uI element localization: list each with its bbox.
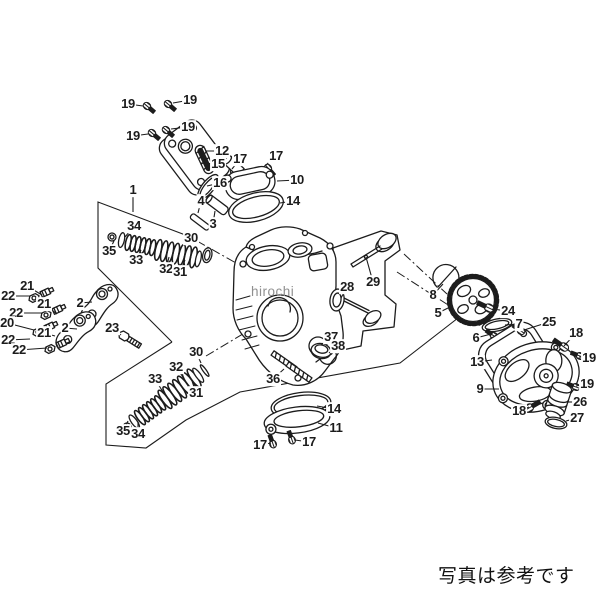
callout-30: 30 <box>188 344 204 360</box>
callout-24: 24 <box>500 303 516 319</box>
callout-35: 35 <box>101 243 117 259</box>
callout-33: 33 <box>147 371 163 387</box>
callout-34: 34 <box>130 426 146 442</box>
callout-31: 31 <box>188 385 204 401</box>
callout-14: 14 <box>285 193 301 209</box>
callout-19: 19 <box>180 119 196 135</box>
callout-17: 17 <box>232 151 248 167</box>
watermark-text: hirochi <box>251 284 295 299</box>
valve-spring-set-lower <box>122 364 210 432</box>
callout-15: 15 <box>210 156 226 172</box>
callout-16: 16 <box>212 175 228 191</box>
assembly-frame-bottom <box>105 317 459 449</box>
callout-3: 3 <box>208 216 218 232</box>
callout-5: 5 <box>433 305 443 321</box>
assembly-frame-top <box>97 201 197 343</box>
callout-19: 19 <box>581 350 597 366</box>
valve-exhaust <box>350 232 397 268</box>
callout-26: 26 <box>572 394 588 410</box>
callout-9: 9 <box>475 381 485 397</box>
callout-17: 17 <box>268 148 284 164</box>
callout-18: 18 <box>568 325 584 341</box>
callout-35: 35 <box>115 423 131 439</box>
callout-2: 2 <box>60 320 70 336</box>
callout-17: 17 <box>252 437 268 453</box>
head-side-plate <box>263 405 331 435</box>
callout-32: 32 <box>168 359 184 375</box>
callout-14: 14 <box>326 401 342 417</box>
callout-8: 8 <box>428 287 438 303</box>
reference-caption: 写真は参考です <box>438 566 575 587</box>
callout-36: 36 <box>265 371 281 387</box>
cylinder-studs <box>270 350 313 383</box>
callout-23: 23 <box>104 320 120 336</box>
callout-21: 21 <box>19 278 35 294</box>
callout-31: 31 <box>172 264 188 280</box>
callout-19: 19 <box>579 376 595 392</box>
callout-19: 19 <box>125 128 141 144</box>
callout-21: 21 <box>36 296 52 312</box>
callout-17: 17 <box>301 434 317 450</box>
callout-25: 25 <box>541 314 557 330</box>
callout-18: 18 <box>511 403 527 419</box>
intake-joint <box>544 381 573 420</box>
callout-13: 13 <box>469 354 485 370</box>
callout-2: 2 <box>75 295 85 311</box>
callout-34: 34 <box>126 218 142 234</box>
callout-33: 33 <box>128 252 144 268</box>
callout-7: 7 <box>514 316 524 332</box>
callout-4: 4 <box>196 193 206 209</box>
cam-guide-plate <box>163 119 231 191</box>
callout-30: 30 <box>183 230 199 246</box>
rocker-shaft-bolt <box>118 330 143 349</box>
valve-spring-set-upper <box>107 232 213 269</box>
intake-o-ring <box>544 416 568 430</box>
callout-28: 28 <box>339 279 355 295</box>
callout-32: 32 <box>158 261 174 277</box>
callout-20: 20 <box>0 315 15 331</box>
callout-11: 11 <box>328 420 344 436</box>
dowel-pin-large <box>205 194 229 216</box>
callout-19: 19 <box>120 96 136 112</box>
callout-22: 22 <box>0 288 16 304</box>
callout-21: 21 <box>36 325 52 341</box>
callout-29: 29 <box>365 274 381 290</box>
callout-1: 1 <box>128 182 138 198</box>
callout-12: 12 <box>214 143 230 159</box>
callout-19: 19 <box>182 92 198 108</box>
breather-cover-gasket <box>228 191 284 223</box>
callout-6: 6 <box>471 330 481 346</box>
cover-o-ring <box>481 317 513 333</box>
callout-38: 38 <box>330 338 346 354</box>
cam-sprocket <box>446 273 500 327</box>
callout-10: 10 <box>289 172 305 188</box>
callout-22: 22 <box>11 342 27 358</box>
callout-27: 27 <box>569 410 585 426</box>
